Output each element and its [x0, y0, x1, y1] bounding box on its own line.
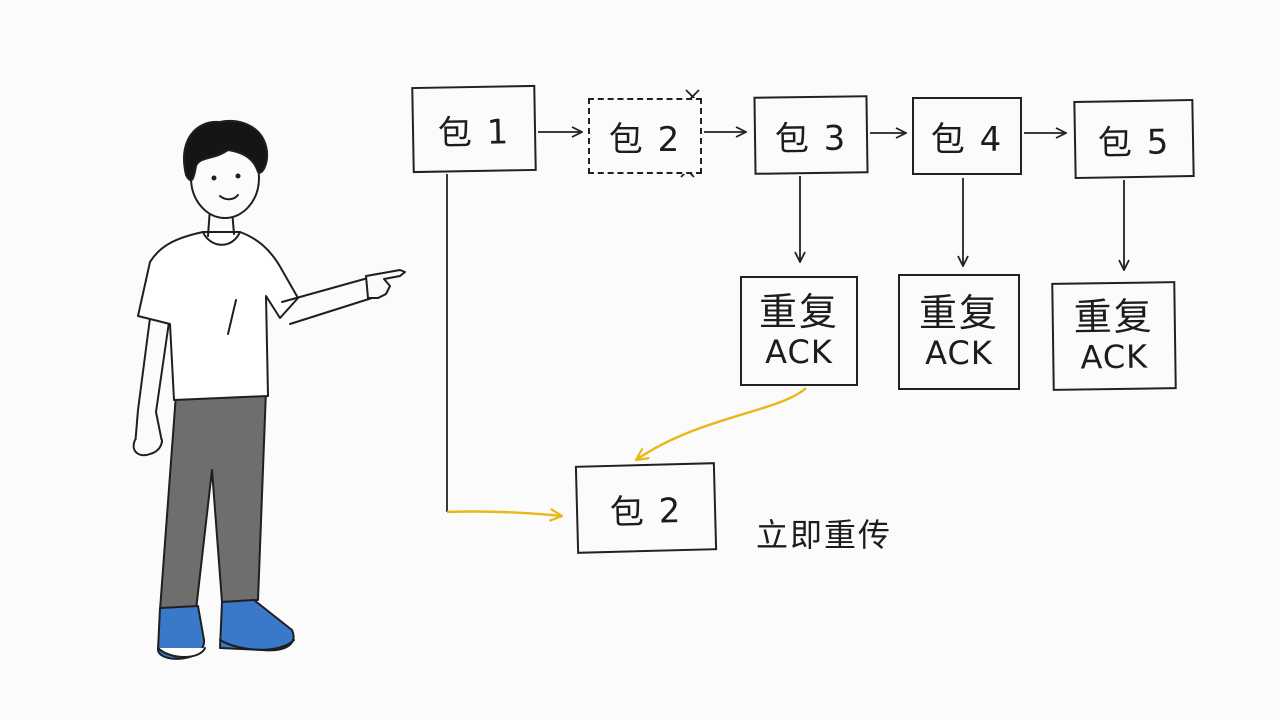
packet-4: 包 4 [912, 97, 1022, 175]
eye-left [211, 175, 217, 181]
duplicate-ack-2: 重复 ACK [898, 274, 1020, 390]
hair [183, 119, 268, 182]
retransmit-note: 立即重传 [756, 516, 893, 554]
retransmit-packet-2: 包 2 [574, 462, 718, 554]
ack-2-line2: ACK [925, 334, 993, 373]
ack-1-line2: ACK [765, 333, 833, 372]
ack-3-line2: ACK [1080, 337, 1149, 377]
packet-1: 包 1 [411, 84, 537, 174]
ack-2-line1: 重复 [918, 290, 999, 335]
ack-3-line1: 重复 [1073, 294, 1155, 340]
packet-5: 包 5 [1073, 98, 1195, 180]
duplicate-ack-1: 重复 ACK [740, 276, 858, 386]
packet-1-label: 包 1 [437, 111, 511, 154]
ack-1-line1: 重复 [758, 289, 839, 334]
retransmit-packet-label: 包 2 [609, 490, 683, 533]
packet-4-label: 包 4 [930, 119, 1004, 160]
packet-3-label: 包 3 [774, 117, 848, 160]
left-arm [134, 317, 151, 447]
packet-5-label: 包 5 [1097, 121, 1171, 164]
right-arm [281, 277, 373, 325]
person-illustration [132, 119, 406, 660]
packet-2-lost: 包 2 [588, 98, 702, 174]
packet-2-label: 包 2 [608, 119, 682, 160]
shoe-right [219, 599, 295, 652]
duplicate-ack-3: 重复 ACK [1051, 281, 1177, 391]
eye-right [235, 173, 241, 179]
packet-3: 包 3 [753, 95, 869, 175]
arrow-ack-to-retransmit [636, 387, 807, 460]
pants [159, 389, 267, 611]
pointing-hand [365, 269, 406, 299]
shirt [137, 231, 299, 401]
mouth [219, 194, 239, 201]
arrow-to-retransmit [446, 512, 562, 517]
left-hand [132, 439, 163, 457]
